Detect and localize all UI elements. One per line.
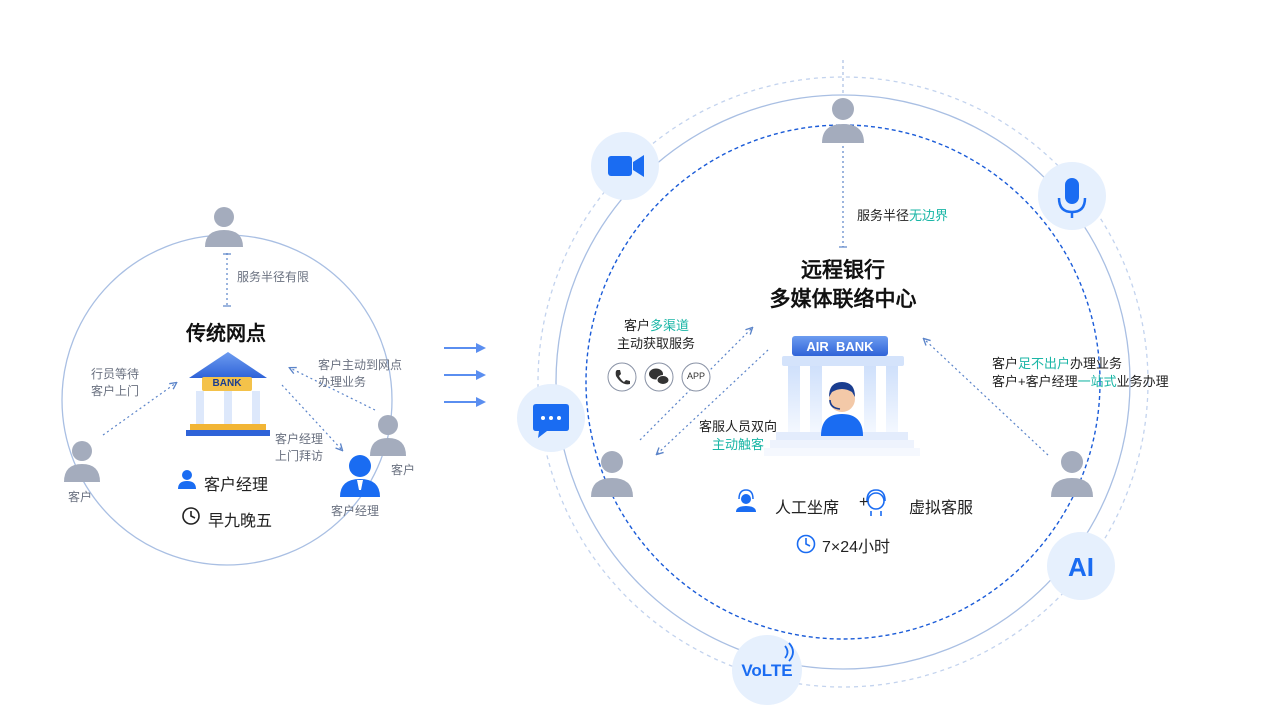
customer-visit-line1: 客户主动到网点 bbox=[318, 358, 403, 372]
bank-sign: BANK bbox=[212, 378, 242, 389]
clock-icon bbox=[182, 507, 200, 525]
person-right-right bbox=[1051, 451, 1093, 497]
remote-service-line2: 客户+客户经理一站式业务办理 bbox=[992, 374, 1169, 389]
person-top-left bbox=[205, 207, 243, 247]
legend-24h: 7×24小时 bbox=[822, 539, 891, 556]
volte-icon[interactable] bbox=[732, 635, 802, 705]
manager-visit-line1: 客户经理 bbox=[275, 432, 324, 446]
multi-channel-line2: 主动获取服务 bbox=[617, 336, 696, 351]
remote-bank-title: 远程银行 多媒体联络中心 bbox=[769, 259, 917, 311]
person-top-right bbox=[822, 98, 864, 143]
staff-wait-line2: 客户上门 bbox=[91, 384, 140, 398]
wechat-icon[interactable] bbox=[644, 362, 674, 392]
outer-ring bbox=[537, 76, 1149, 688]
app-label: APP bbox=[686, 371, 705, 381]
customer-right-label: 客户 bbox=[391, 463, 416, 477]
person-left-right bbox=[591, 451, 633, 497]
app-icon[interactable] bbox=[681, 362, 711, 392]
phone-icon[interactable] bbox=[607, 362, 637, 392]
volte-label: VoLTE bbox=[741, 661, 793, 680]
chat-icon[interactable] bbox=[517, 384, 585, 452]
staff-wait-line1: 行员等待 bbox=[91, 367, 140, 381]
clock-icon-right bbox=[796, 534, 816, 554]
air-bank-sign: AIR BANK bbox=[806, 339, 874, 354]
person-manager bbox=[340, 455, 380, 497]
legend-human-agent: 人工坐席 bbox=[775, 500, 840, 517]
person-customer-left bbox=[64, 441, 100, 482]
radius-unlimited-label: 服务半径无边界 bbox=[857, 208, 949, 223]
bank-building-icon bbox=[186, 352, 270, 436]
manager-visit-line2: 上门拜访 bbox=[275, 449, 324, 463]
agent-icon bbox=[736, 489, 756, 512]
agent-two-way-line2: 主动触客 bbox=[712, 437, 765, 452]
ai-label: AI bbox=[1068, 552, 1094, 582]
legend-manager: 客户经理 bbox=[204, 477, 269, 494]
middle-ring bbox=[555, 94, 1131, 670]
manager-label: 客户经理 bbox=[331, 504, 380, 518]
remote-service-line1: 客户足不出户办理业务 bbox=[992, 356, 1123, 371]
video-icon[interactable] bbox=[591, 132, 659, 200]
inner-ring bbox=[585, 124, 1101, 640]
user-icon bbox=[178, 470, 196, 489]
air-bank-building-icon bbox=[764, 336, 920, 456]
legend-plus: + bbox=[859, 494, 869, 511]
multi-channel-line1: 客户多渠道 bbox=[624, 318, 690, 333]
customer-left-label: 客户 bbox=[68, 490, 93, 504]
ai-icon[interactable] bbox=[1047, 532, 1115, 600]
mic-icon[interactable] bbox=[1038, 162, 1106, 230]
transition-arrows bbox=[444, 343, 486, 407]
person-customer-right bbox=[370, 415, 406, 456]
virtual-agent-icon bbox=[866, 489, 886, 516]
legend-hours: 早九晚五 bbox=[208, 513, 273, 530]
radius-limited-label: 服务半径有限 bbox=[237, 270, 310, 284]
customer-visit-line2: 办理业务 bbox=[318, 375, 367, 389]
agent-two-way-line1: 客服人员双向 bbox=[699, 419, 778, 434]
traditional-branch-title: 传统网点 bbox=[186, 323, 266, 345]
legend-virtual-agent: 虚拟客服 bbox=[909, 500, 974, 517]
